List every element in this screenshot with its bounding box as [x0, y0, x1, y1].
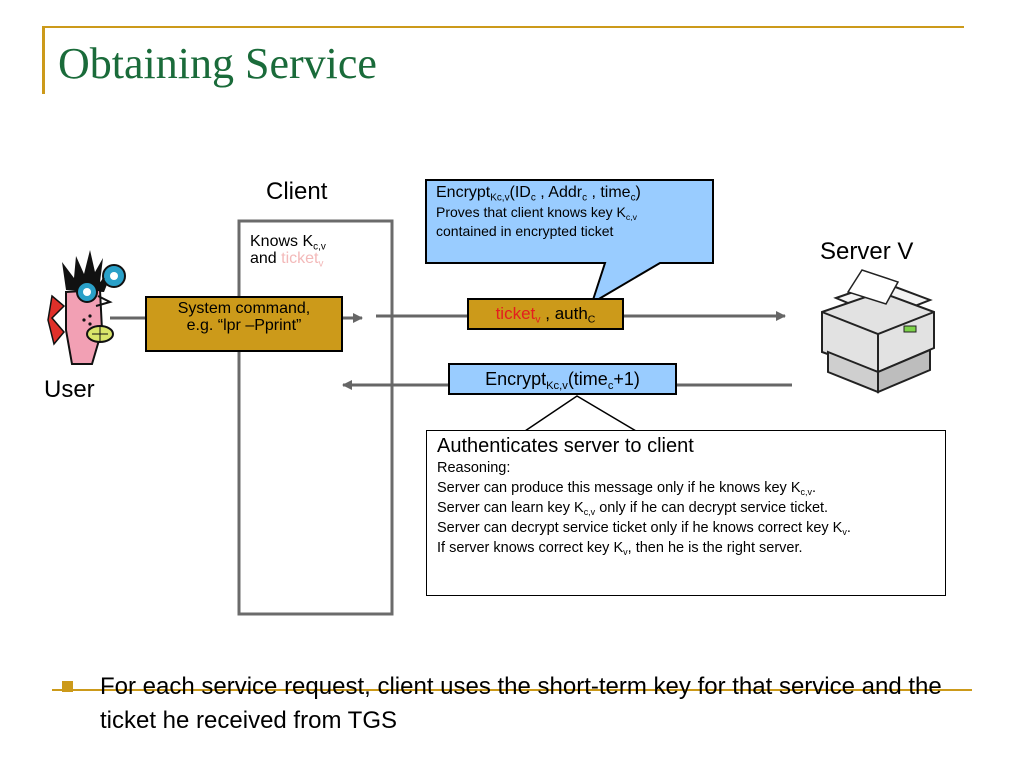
note-line-1-sub: c,v	[800, 487, 812, 498]
callout-arg-2: , Addr	[535, 184, 583, 201]
client-label: Client	[266, 178, 328, 205]
note-line-3-sub: v	[842, 527, 847, 538]
note-heading: Authenticates server to client	[437, 435, 694, 457]
client-ticket-subscript: v	[318, 258, 324, 270]
note-line-4-text: If server knows correct key K	[437, 540, 624, 556]
note-line-4-tail: , then he is the right server.	[627, 540, 803, 556]
request-auth: , auth	[540, 304, 588, 323]
request-ticket: ticket	[495, 304, 536, 323]
callout-text: EncryptKc,v(IDc , Addrc , timec) Proves …	[436, 183, 711, 241]
request-auth-subscript: C	[587, 313, 596, 326]
system-command-box: System command, e.g. “lpr –Pprint”	[145, 296, 343, 352]
bullet-square-icon	[62, 681, 73, 692]
client-box	[237, 219, 394, 616]
callout-encrypt-key: Kc,v	[490, 192, 510, 204]
title-vertical-rule	[42, 26, 45, 94]
request-box: ticketv , authC	[467, 298, 624, 330]
note-line-2-tail: only if he can decrypt service ticket.	[595, 500, 829, 516]
request-ticket-subscript: v	[535, 313, 541, 326]
note-line-0: Reasoning:	[437, 460, 511, 476]
reasoning-note: Authenticates server to client Reasoning…	[426, 430, 946, 596]
client-knows-text: Knows Kc,v and ticketv	[250, 233, 326, 270]
callout-arg-5: c	[630, 192, 636, 204]
reply-arg: (time	[567, 369, 608, 389]
note-line-3-tail: .	[846, 520, 851, 536]
callout-arg-6: )	[635, 184, 641, 201]
client-knows-and: and	[250, 250, 282, 267]
reply-tail: +1)	[613, 369, 640, 389]
note-line-2-sub: c,v	[583, 507, 596, 518]
user-icon	[47, 250, 126, 365]
client-knows-ticket: ticket	[281, 250, 319, 267]
client-knows-prefix: Knows K	[250, 233, 314, 250]
server-label: Server V	[820, 238, 914, 265]
note-line-2: Server can learn key Kc,v only if he can…	[437, 498, 935, 518]
user-label: User	[44, 376, 95, 403]
note-pointer	[524, 395, 637, 432]
reply-arg-subscript: c	[607, 379, 614, 392]
note-line-3-text: Server can decrypt service ticket only i…	[437, 520, 843, 536]
command-line-1: System command,	[177, 300, 311, 317]
callout-bubble	[425, 179, 714, 306]
callout-arg-0: (ID	[509, 184, 531, 201]
callout-line-2-key: c,v	[625, 212, 637, 223]
command-line-2: e.g. “lpr –Pprint”	[186, 317, 302, 334]
slide-title: Obtaining Service	[58, 39, 377, 88]
note-line-3: Server can decrypt service ticket only i…	[437, 518, 935, 538]
reply-box: EncryptKc,v(timec+1)	[448, 363, 677, 395]
callout-encrypt: Encrypt	[436, 184, 491, 201]
note-line-1: Server can produce this message only if …	[437, 478, 935, 498]
title-horizontal-rule	[42, 26, 964, 28]
callout-arg-1: c	[530, 192, 536, 204]
callout-arg-3: c	[582, 192, 588, 204]
callout-line-3: contained in encrypted ticket	[436, 223, 614, 239]
callout-arg-4: , time	[587, 184, 631, 201]
bullet-text: For each service request, client uses th…	[100, 673, 942, 734]
note-line-4-sub: v	[623, 547, 628, 558]
note-line-2-text: Server can learn key K	[437, 500, 584, 516]
printer-icon	[821, 269, 935, 394]
callout-line-2: Proves that client knows key K	[436, 204, 626, 220]
bottom-rule	[52, 689, 972, 691]
reply-encrypt: Encrypt	[485, 369, 547, 389]
note-line-1-tail: .	[811, 480, 816, 496]
note-line-1-text: Server can produce this message only if …	[437, 480, 801, 496]
reply-encrypt-key: Kc,v	[546, 379, 568, 392]
client-key-subscript: c,v	[313, 241, 326, 253]
note-line-4: If server knows correct key Kv, then he …	[437, 538, 935, 558]
